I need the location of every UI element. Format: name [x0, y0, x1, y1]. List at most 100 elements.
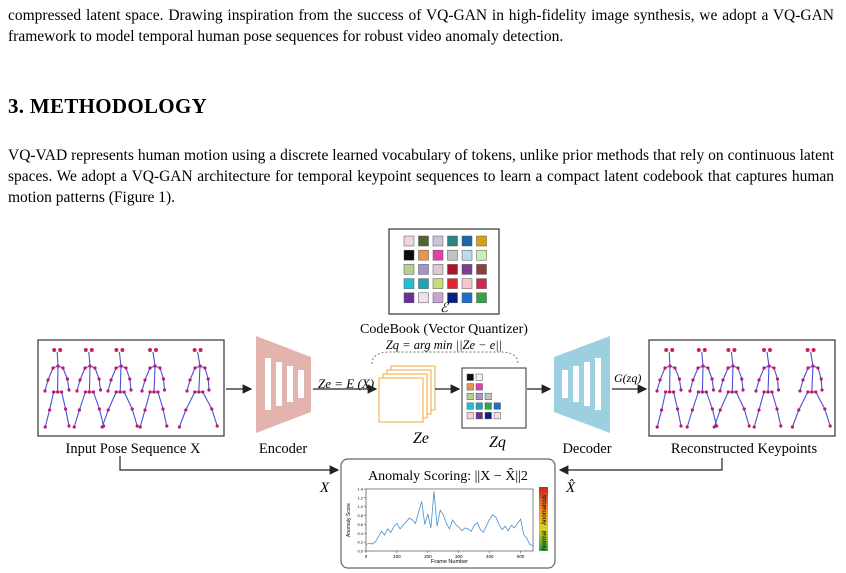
- codebook-entry: [403, 235, 415, 247]
- skeleton-joint: [810, 390, 814, 394]
- output-pose-skeletons: [655, 348, 832, 429]
- x-tick-label: 0: [365, 554, 368, 559]
- codebook-entry: [418, 249, 429, 261]
- skeleton-head: [114, 348, 119, 352]
- skeleton-limb: [162, 408, 168, 427]
- skeleton-limb: [118, 351, 122, 367]
- skeleton-joint: [91, 390, 95, 394]
- skeleton-head: [148, 348, 152, 352]
- skeleton-joint: [119, 364, 123, 368]
- skeleton-joint: [696, 366, 700, 370]
- skeleton-joint: [46, 378, 50, 382]
- skeleton-limb: [56, 351, 59, 367]
- quantized-token: [466, 383, 474, 391]
- skeleton-joint: [215, 424, 219, 428]
- codebook-entry: [461, 235, 473, 247]
- skeleton-joint: [741, 388, 745, 392]
- skeleton-limb: [753, 409, 760, 428]
- skeleton-joint: [197, 390, 201, 394]
- codebook-title: CodeBook (Vector Quantizer): [360, 322, 528, 337]
- skeleton-joint: [801, 378, 805, 382]
- skeleton-limb: [674, 367, 680, 380]
- skeleton-joint: [772, 366, 776, 370]
- skeleton-joint: [156, 390, 160, 394]
- codebook-entry: [432, 264, 444, 275]
- codebook-entry: [447, 264, 458, 275]
- skeleton-head: [83, 348, 88, 352]
- skeleton-head: [670, 348, 675, 352]
- skeleton-limb: [88, 351, 91, 367]
- skeleton-limb: [157, 391, 164, 410]
- skeleton-joint: [820, 388, 824, 392]
- skeleton-joint: [185, 389, 189, 393]
- codebook-entry: [476, 292, 487, 304]
- skeleton-limb: [707, 367, 713, 380]
- skeleton-joint: [130, 407, 134, 411]
- skeleton-limb: [144, 367, 151, 381]
- skeleton-joint: [122, 390, 126, 394]
- skeleton-limb: [78, 391, 86, 411]
- skeleton-limb: [824, 408, 831, 427]
- skeleton-joint: [696, 390, 701, 394]
- skeleton-joint: [691, 378, 695, 382]
- architecture-figure: ℰ CodeBook (Vector Quantizer) Zq = arg m…: [37, 228, 836, 569]
- arrow-input-scoring: [119, 456, 340, 475]
- y-tick-label: 0.0: [357, 549, 363, 554]
- skeleton-joint: [775, 377, 780, 381]
- skeleton-limb: [802, 367, 809, 381]
- decoder-bar: [584, 362, 590, 406]
- ze-equation: Ze = E (X): [318, 376, 374, 391]
- skeleton-joint: [706, 366, 710, 370]
- skeleton-limb: [204, 367, 209, 380]
- skeleton-head: [811, 348, 816, 352]
- skeleton-limb: [110, 367, 117, 381]
- skeleton-joint: [797, 408, 801, 412]
- skeleton-head: [154, 348, 158, 352]
- xhat-label: X̂: [565, 480, 576, 496]
- skeleton-head: [192, 348, 197, 352]
- skeleton-head: [768, 348, 772, 352]
- skeleton-joint: [148, 366, 152, 370]
- skeleton-head: [726, 348, 731, 352]
- skeleton-joint: [162, 388, 167, 392]
- skeleton-limb: [65, 408, 70, 427]
- skeleton-joint: [677, 377, 682, 381]
- bar-normal-label: Normal: [542, 531, 548, 550]
- skeleton-joint: [148, 390, 152, 394]
- output-pose-panel: [648, 339, 836, 437]
- quantized-token: [475, 402, 483, 410]
- skeleton-joint: [100, 425, 104, 429]
- skeleton-joint: [128, 377, 132, 381]
- skeleton-limb: [98, 408, 105, 427]
- skeleton-limb: [94, 367, 100, 380]
- skeleton-joint: [721, 378, 725, 382]
- skeleton-joint: [710, 377, 714, 381]
- bar-anomalous-label: Anomalous: [542, 495, 548, 525]
- skeleton-limb: [711, 378, 715, 391]
- skeleton-joint: [77, 408, 81, 412]
- skeleton-joint: [118, 390, 122, 394]
- plot-x-label: Frame Number: [431, 559, 468, 565]
- codebook-entry: [461, 264, 473, 275]
- skeleton-joint: [823, 407, 827, 411]
- skeleton-joint: [668, 390, 672, 394]
- skeleton-limb: [44, 409, 51, 428]
- skeleton-joint: [685, 425, 689, 429]
- skeleton-joint: [52, 390, 56, 394]
- skeleton-limb: [686, 409, 693, 428]
- skeleton-joint: [762, 390, 766, 394]
- skeleton-limb: [722, 367, 729, 381]
- skeleton-limb: [47, 367, 54, 381]
- skeleton-joint: [828, 424, 832, 428]
- skeleton-limb: [49, 391, 55, 411]
- codebook-entry: [418, 292, 429, 304]
- skeleton-joint: [88, 364, 92, 368]
- skeleton-limb: [719, 379, 724, 392]
- skeleton-joint: [798, 389, 802, 393]
- skeleton-limb: [178, 409, 187, 428]
- skeleton-joint: [51, 366, 55, 370]
- skeleton-limb: [92, 391, 100, 410]
- skeleton-head: [198, 348, 203, 352]
- skeleton-limb: [144, 391, 151, 411]
